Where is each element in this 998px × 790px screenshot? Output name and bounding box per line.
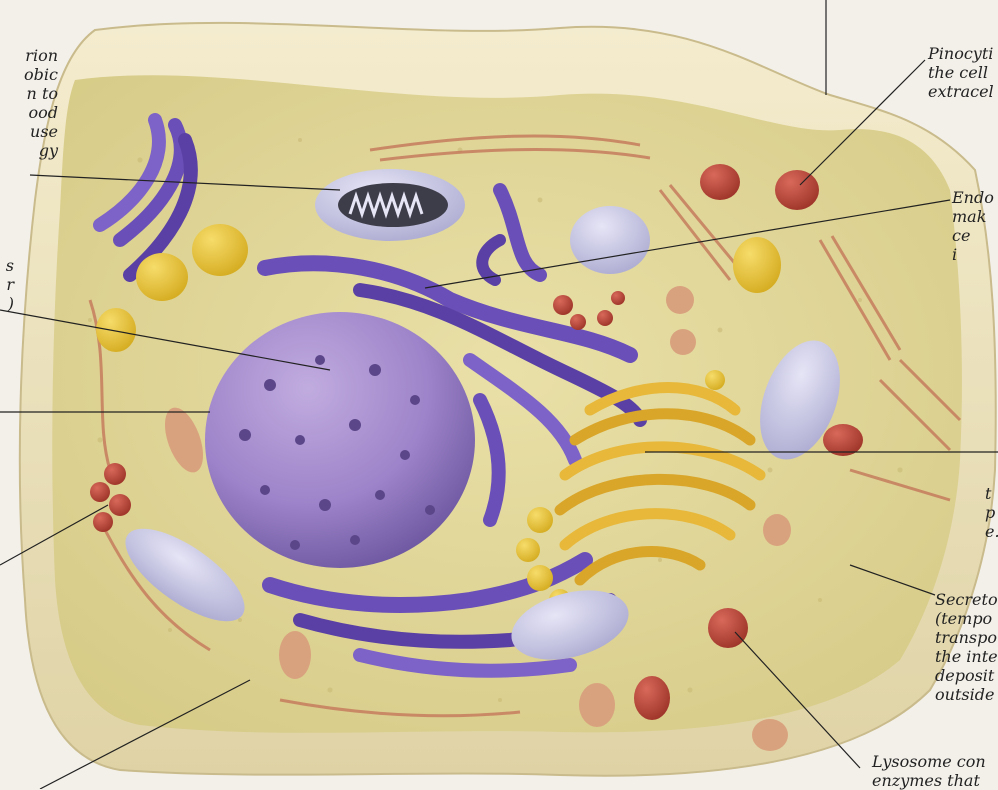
- pinocytic-vesicle-label: Pinocyti the cell extracel: [928, 44, 994, 101]
- endoplasmic-reticulum-label: Endo mak ce i: [952, 188, 994, 264]
- mitochondrion-cutaway: [315, 169, 465, 241]
- nucleus: [205, 312, 475, 568]
- lysosome-label: Lysosome con enzymes that: [872, 752, 986, 790]
- golgi-label-partial: t p e.: [985, 484, 998, 541]
- secretory-vesicle-label: Secreto (tempo transpo the inte deposit …: [935, 590, 998, 704]
- mitochondrion-label: rion obic n to ood use gy: [0, 46, 58, 160]
- nucleus-label-partial: s r ): [0, 256, 14, 313]
